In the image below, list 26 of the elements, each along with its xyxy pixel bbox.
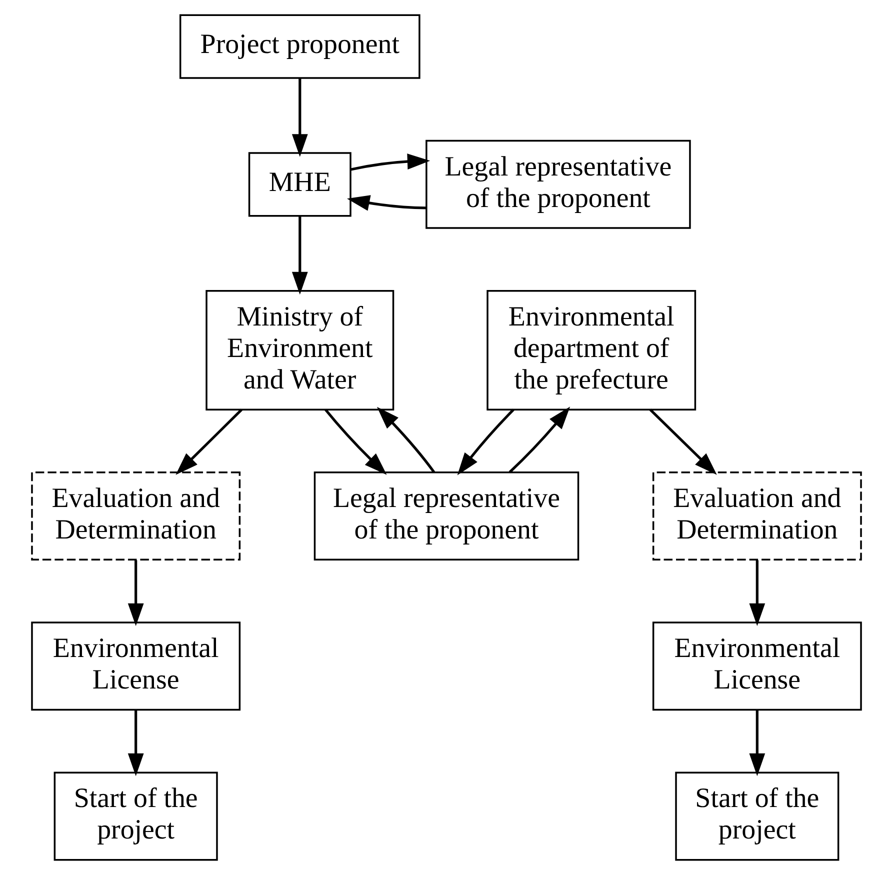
arrow [749, 710, 766, 776]
node-box: Start of the project [54, 772, 218, 861]
node-box: Environmental License [652, 622, 862, 711]
arrow [350, 154, 430, 171]
arrow [128, 560, 144, 626]
arrow [508, 406, 570, 474]
node-box: Legal representative of the proponent [314, 472, 580, 561]
node-box: Environmental License [31, 622, 241, 711]
node-box: Legal representative of the proponent [426, 140, 691, 229]
arrow [128, 710, 144, 776]
node-box: Project proponent [179, 14, 420, 79]
node-box: Start of the project [675, 772, 840, 861]
arrow [376, 406, 436, 473]
node-box: MHE [248, 152, 352, 217]
arrow [292, 216, 308, 295]
arrow [649, 408, 717, 475]
arrow [346, 195, 426, 211]
node-box: Ministry of Environment and Water [206, 290, 394, 410]
arrow [749, 560, 766, 626]
arrow [457, 408, 514, 476]
arrow [176, 408, 242, 475]
arrow [292, 78, 308, 157]
arrow [324, 408, 387, 475]
node-box: Evaluation and Determination [652, 472, 862, 561]
node-box: Evaluation and Determination [31, 472, 241, 561]
node-box: Environmental department of the prefecture [486, 290, 696, 410]
